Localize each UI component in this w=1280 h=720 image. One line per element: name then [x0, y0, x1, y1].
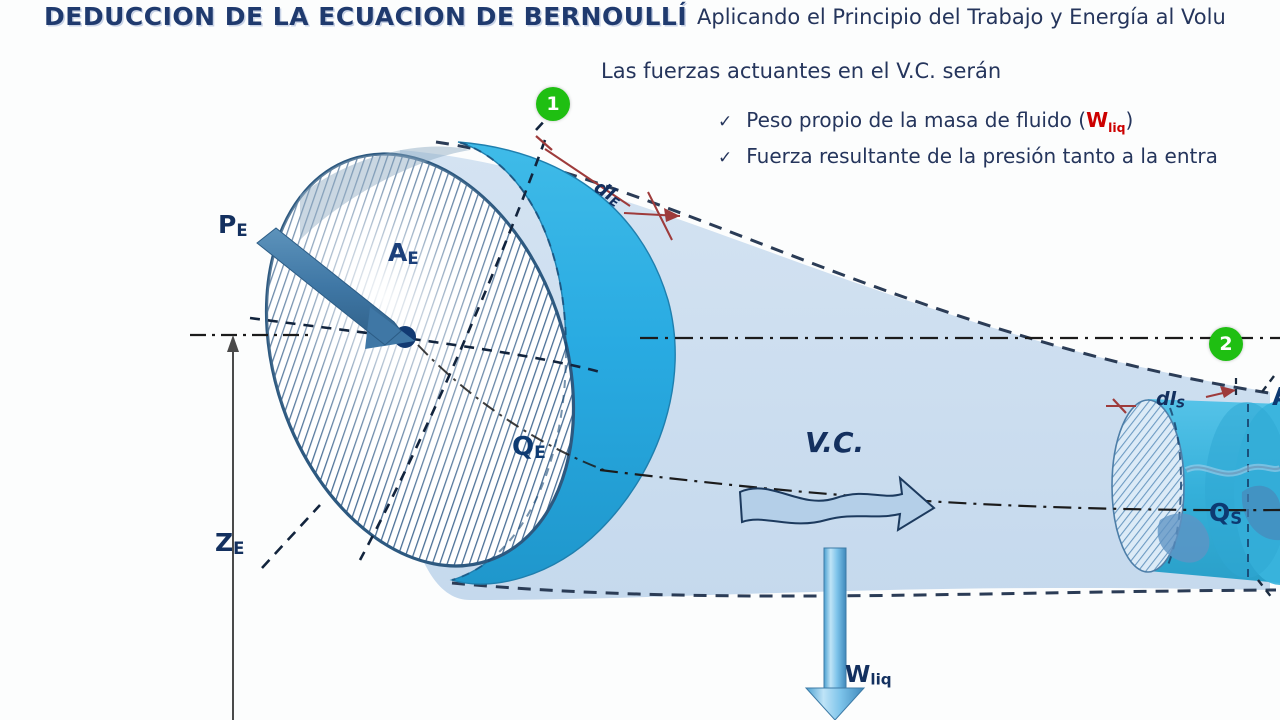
list-item: ✓ Peso propio de la masa de fluido (Wliq… — [718, 108, 1133, 135]
page-title: DEDUCCION DE LA ECUACION DE BERNOULLÍ — [44, 2, 688, 31]
list-item: ✓ Fuerza resultante de la presión tanto … — [718, 144, 1218, 168]
dle-dimension — [535, 135, 681, 241]
flow-direction-arrow — [738, 475, 936, 532]
outlet-cylinder — [1111, 375, 1280, 599]
label-pressure-inlet: PE — [218, 210, 248, 240]
weight-arrow — [804, 547, 866, 720]
check-icon: ✓ — [718, 112, 733, 132]
label-weight: Wliq — [845, 662, 892, 689]
station-badge-2[interactable]: 2 — [1209, 327, 1243, 361]
label-elevation-inlet: ZE — [215, 528, 245, 558]
station-badge-1[interactable]: 1 — [536, 87, 570, 121]
label-flow-inlet: QE — [512, 432, 546, 464]
label-flow-outlet: QS — [1209, 498, 1243, 528]
panel-subheader: Las fuerzas actuantes en el V.C. serán — [601, 59, 1002, 83]
pressure-arrow — [256, 227, 415, 349]
inlet-cylinder — [249, 139, 676, 585]
weight-symbol: Wliq — [1086, 108, 1126, 135]
label-area-inlet: AE — [388, 238, 419, 268]
dls-dimension — [1106, 378, 1238, 414]
check-icon: ✓ — [718, 148, 733, 168]
panel-header: Aplicando el Principio del Trabajo y Ene… — [697, 5, 1226, 29]
label-control-volume: V.C. — [805, 426, 865, 459]
bullet-text: Peso propio de la masa de fluido (Wliq) — [746, 108, 1134, 135]
label-length-outlet: dlS — [1156, 388, 1186, 411]
bullet-text: Fuerza resultante de la presión tanto a … — [746, 144, 1218, 168]
label-area-outlet: A — [1272, 382, 1280, 411]
